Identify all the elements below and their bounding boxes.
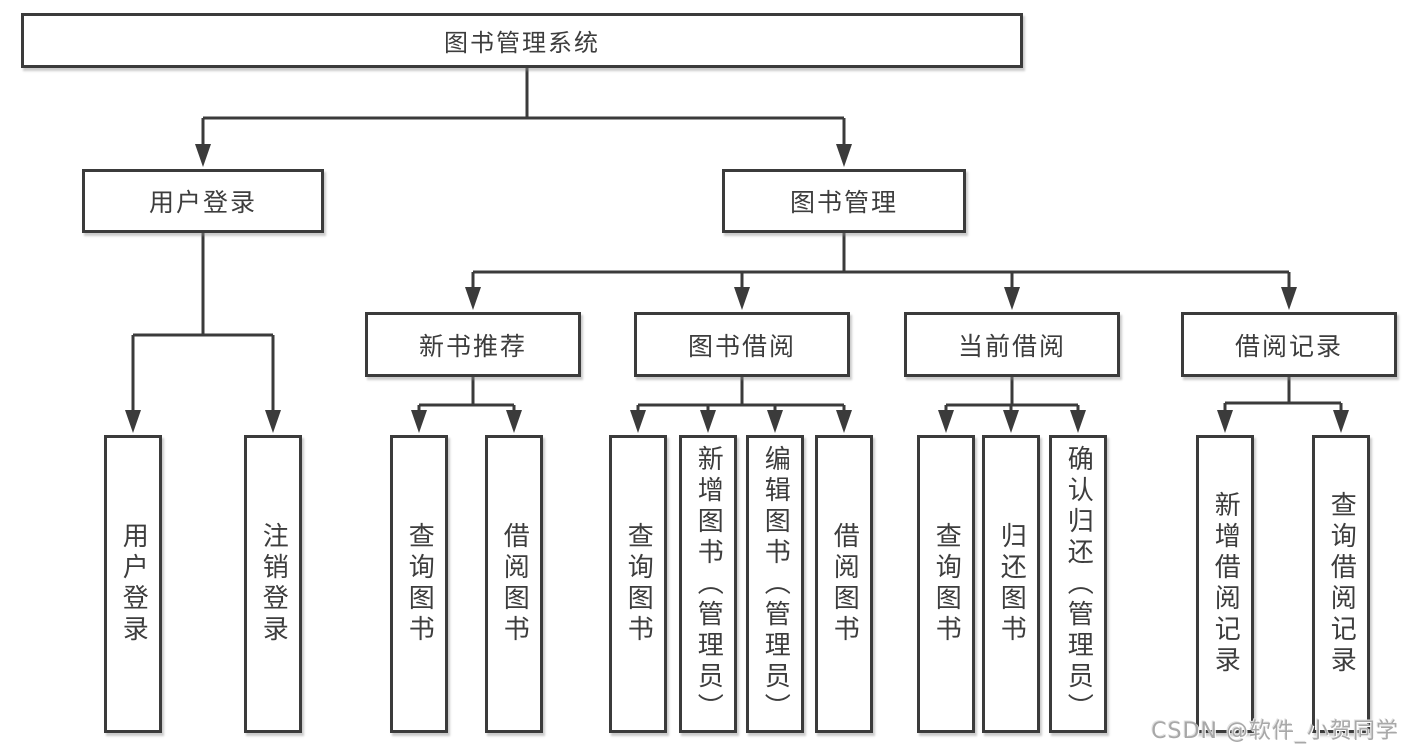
leaf-user-login: 用户登录 [104, 435, 162, 733]
node-library-system: 图书管理系统 [21, 13, 1023, 68]
leaf-edit-books-admin-label: 编辑图书（管理员） [760, 444, 791, 724]
leaf-add-borrow-record: 新增借阅记录 [1196, 435, 1254, 733]
leaf-query-books-recommend: 查询图书 [390, 435, 448, 733]
leaf-borrow-books: 借阅图书 [815, 435, 873, 733]
leaf-query-books-current: 查询图书 [917, 435, 975, 733]
leaf-borrow-books-label: 借阅图书 [829, 522, 860, 646]
node-user-login-label: 用户登录 [148, 188, 257, 217]
node-book-management: 图书管理 [722, 169, 966, 233]
leaf-borrow-books-recommend-label: 借阅图书 [499, 522, 530, 646]
leaf-add-books-admin: 新增图书（管理员） [679, 435, 737, 733]
leaf-edit-books-admin: 编辑图书（管理员） [746, 435, 804, 733]
node-borrow-records-label: 借阅记录 [1234, 331, 1343, 361]
node-book-management-label: 图书管理 [789, 188, 898, 217]
leaf-borrow-books-recommend: 借阅图书 [485, 435, 543, 733]
leaf-query-borrow-record: 查询借阅记录 [1312, 435, 1370, 733]
leaf-add-books-admin-label: 新增图书（管理员） [693, 444, 724, 724]
leaf-return-books: 归还图书 [982, 435, 1040, 733]
watermark: CSDN @软件_小贺同学 [1151, 719, 1399, 744]
node-book-borrow-label: 图书借阅 [687, 331, 796, 361]
leaf-user-login-label: 用户登录 [118, 522, 149, 646]
node-new-book-recommend-label: 新书推荐 [418, 331, 527, 361]
leaf-logout-label: 注销登录 [258, 522, 289, 646]
leaf-confirm-return-admin-label: 确认归还（管理员） [1063, 444, 1094, 724]
node-borrow-records: 借阅记录 [1181, 312, 1397, 377]
leaf-query-books-borrow-label: 查询图书 [623, 522, 654, 646]
leaf-add-borrow-record-label: 新增借阅记录 [1210, 491, 1241, 677]
node-user-login: 用户登录 [82, 169, 324, 233]
leaf-logout: 注销登录 [244, 435, 302, 733]
leaf-query-borrow-record-label: 查询借阅记录 [1326, 491, 1357, 677]
node-current-borrow-label: 当前借阅 [957, 331, 1066, 361]
node-book-borrow: 图书借阅 [634, 312, 850, 377]
leaf-query-books-current-label: 查询图书 [931, 522, 962, 646]
node-current-borrow: 当前借阅 [904, 312, 1120, 377]
leaf-confirm-return-admin: 确认归还（管理员） [1049, 435, 1107, 733]
node-library-system-label: 图书管理系统 [444, 29, 600, 57]
leaf-return-books-label: 归还图书 [996, 522, 1027, 646]
leaf-query-books-borrow: 查询图书 [609, 435, 667, 733]
node-new-book-recommend: 新书推荐 [365, 312, 581, 377]
leaf-query-books-recommend-label: 查询图书 [404, 522, 435, 646]
